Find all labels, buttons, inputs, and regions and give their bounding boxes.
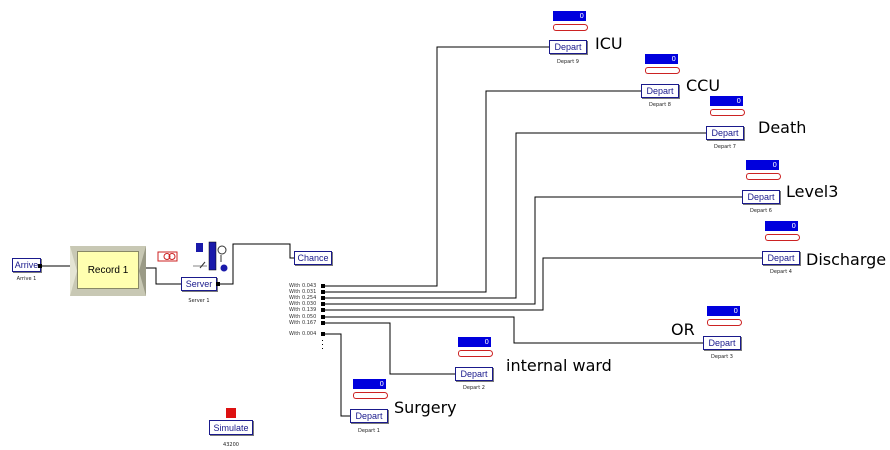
depart-discharge-caption: Depart 4 [770, 269, 792, 275]
arrive-caption: Arrive 1 [16, 276, 37, 282]
chance-output-port-8 [321, 332, 325, 336]
depart-level3-caption: Depart 6 [750, 208, 772, 214]
icu-counter: 0 [553, 11, 586, 21]
icu-queue-icon [553, 24, 588, 31]
depart-surgery-block[interactable]: Depart [350, 409, 388, 423]
chance-prob-7: With 0.167 [289, 320, 317, 326]
depart-discharge-block[interactable]: Depart [762, 251, 800, 265]
simulate-block[interactable]: Simulate [209, 420, 253, 435]
arrive-output-port [38, 264, 42, 268]
icu-label: ICU [595, 34, 623, 53]
discharge-label: Discharge [806, 250, 887, 269]
depart-death-caption: Depart 7 [714, 144, 736, 150]
surgery-queue-icon [353, 392, 388, 399]
arrive-block[interactable]: Arrive [12, 258, 41, 272]
server-block[interactable]: Server [181, 277, 217, 291]
depart-internal-ward-caption: Depart 2 [463, 385, 485, 391]
ccu-queue-icon [645, 67, 680, 74]
chance-prob-4: With 0.030 [289, 301, 317, 307]
chance-block[interactable]: Chance [294, 251, 332, 265]
depart-ccu-block[interactable]: Depart [641, 84, 679, 98]
record-bevel-left [70, 246, 77, 296]
depart-or-block[interactable]: Depart [703, 336, 741, 350]
chance-prob-2: With 0.031 [289, 289, 317, 295]
chance-output-port-3 [321, 296, 325, 300]
surgery-counter: 0 [353, 379, 386, 389]
depart-ccu-caption: Depart 8 [649, 102, 671, 108]
chance-prob-6: With 0.050 [289, 314, 317, 320]
chance-output-port-1 [321, 284, 325, 288]
or-queue-icon [707, 319, 742, 326]
internal-ward-counter: 0 [458, 337, 491, 347]
ccu-label: CCU [686, 76, 721, 95]
level3-counter: 0 [746, 160, 779, 170]
chance-prob-3: With 0.254 [289, 295, 317, 301]
death-queue-icon [710, 109, 745, 116]
level3-queue-icon [746, 173, 781, 180]
chance-prob-5: With 0.139 [289, 307, 317, 313]
death-counter: 0 [710, 96, 743, 106]
depart-icu-caption: Depart 9 [557, 59, 579, 65]
chance-output-port-6 [321, 315, 325, 319]
chance-prob-1: With 0.043 [289, 283, 317, 289]
record-bevel-right [139, 246, 146, 296]
chance-prob-8: With 0.004 [289, 331, 317, 337]
internal-ward-queue-icon [458, 350, 493, 357]
chance-output-port-2 [321, 290, 325, 294]
record-label: Record 1 [77, 251, 139, 289]
ccu-counter: 0 [645, 54, 678, 64]
server-output-port [216, 282, 220, 286]
simulate-caption: 43200 [223, 442, 239, 448]
internal-ward-label: internal ward [506, 356, 612, 375]
server-caption: Server 1 [188, 298, 210, 304]
discharge-counter: 0 [765, 221, 798, 231]
depart-or-caption: Depart 3 [711, 354, 733, 360]
depart-surgery-caption: Depart 1 [358, 428, 380, 434]
depart-internal-ward-block[interactable]: Depart [455, 367, 493, 381]
death-label: Death [758, 118, 807, 137]
record-block[interactable]: Record 1 [70, 246, 146, 296]
depart-level3-block[interactable]: Depart [742, 190, 780, 204]
or-label: OR [671, 320, 695, 339]
chance-output-port-4 [321, 302, 325, 306]
level3-label: Level3 [786, 182, 839, 201]
depart-death-block[interactable]: Depart [706, 126, 744, 140]
discharge-queue-icon [765, 234, 800, 241]
chance-output-port-5 [321, 308, 325, 312]
or-counter: 0 [707, 306, 740, 316]
surgery-label: Surgery [394, 398, 457, 417]
simulate-indicator [226, 408, 236, 418]
chance-output-port-7 [321, 321, 325, 325]
depart-icu-block[interactable]: Depart [549, 40, 587, 54]
